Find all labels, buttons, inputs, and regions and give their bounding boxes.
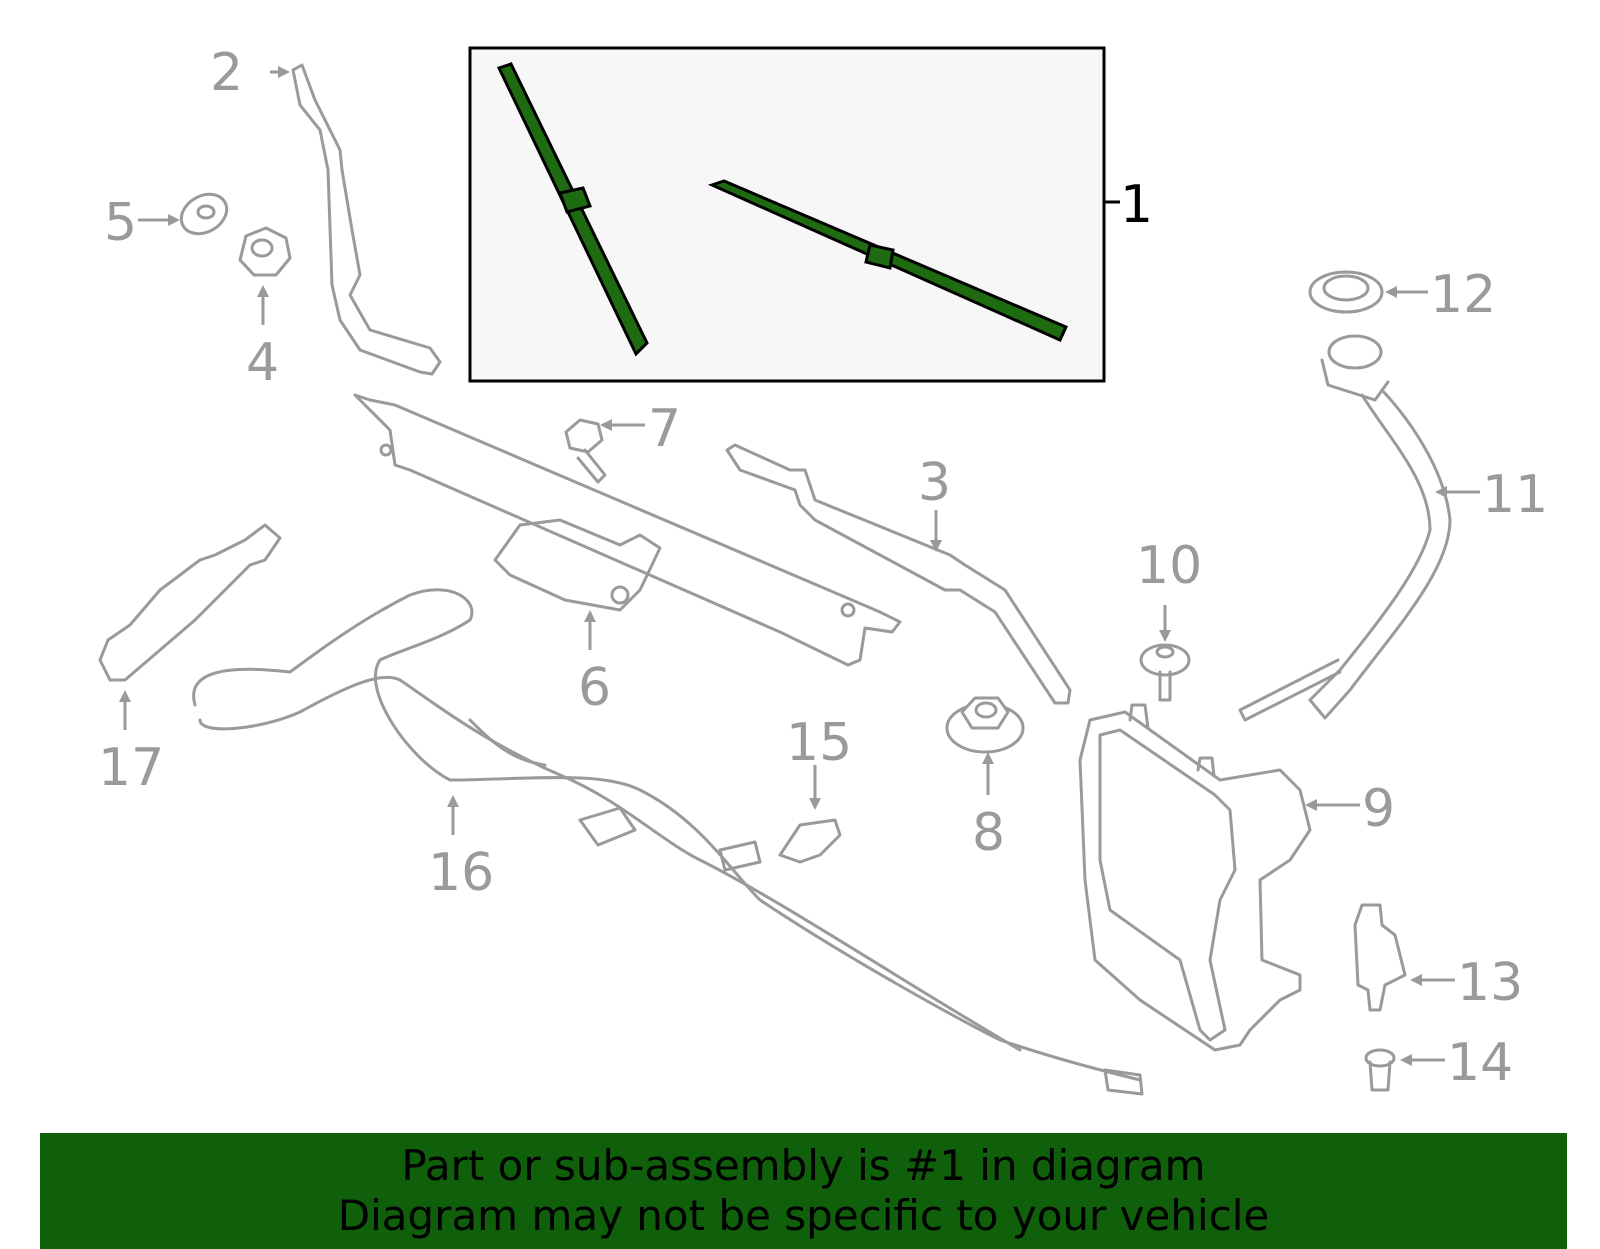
wiper-blade-left [496,62,649,357]
callout-13: 13 [1457,953,1523,1013]
bolt-part-7[interactable]: 7 [564,399,681,484]
plug-part-14[interactable]: 14 [1364,1033,1513,1093]
washer-hose-part-16[interactable]: 16 [192,588,1144,1096]
info-banner: Part or sub-assembly is #1 in diagram Di… [40,1133,1567,1249]
callout-6: 6 [578,658,611,718]
callout-4: 4 [246,333,279,393]
callout-9: 9 [1362,779,1395,839]
washer-part-5[interactable]: 5 [104,186,234,253]
callout-10: 10 [1136,536,1202,596]
filler-cap-part-12[interactable]: 12 [1308,265,1496,325]
callout-16: 16 [428,843,494,903]
banner-line-1: Part or sub-assembly is #1 in diagram [401,1141,1206,1190]
washer-reservoir-part-9[interactable]: 9 [1078,703,1395,1052]
callout-2: 2 [210,43,243,103]
callout-11: 11 [1482,465,1548,525]
callout-14: 14 [1447,1033,1513,1093]
push-pin-part-10[interactable]: 10 [1136,536,1202,702]
wiper-arm-right[interactable]: 3 [725,443,1072,705]
callout-12: 12 [1430,265,1496,325]
wiper-linkage-motor[interactable]: 6 [353,393,902,718]
callout-7: 7 [648,399,681,459]
callout-15: 15 [786,713,852,773]
wiper-arm-left[interactable]: 2 [210,43,442,376]
level-sensor-part-13[interactable]: 13 [1353,903,1523,1013]
callout-17: 17 [98,738,164,798]
wiper-blade-right [707,179,1069,342]
grommet-part-15[interactable]: 15 [778,713,852,864]
callout-8: 8 [972,803,1005,863]
part-1-inset[interactable]: 1 [468,46,1153,383]
callout-5: 5 [104,193,137,253]
banner-line-2: Diagram may not be specific to your vehi… [337,1191,1270,1240]
bracket-part-17[interactable]: 17 [98,523,282,798]
nut-part-4[interactable]: 4 [238,226,292,393]
flange-nut-part-8[interactable]: 8 [945,696,1025,863]
callout-3: 3 [918,453,951,513]
filler-neck-part-11[interactable]: 11 [1238,334,1548,722]
callout-1: 1 [1120,175,1153,235]
